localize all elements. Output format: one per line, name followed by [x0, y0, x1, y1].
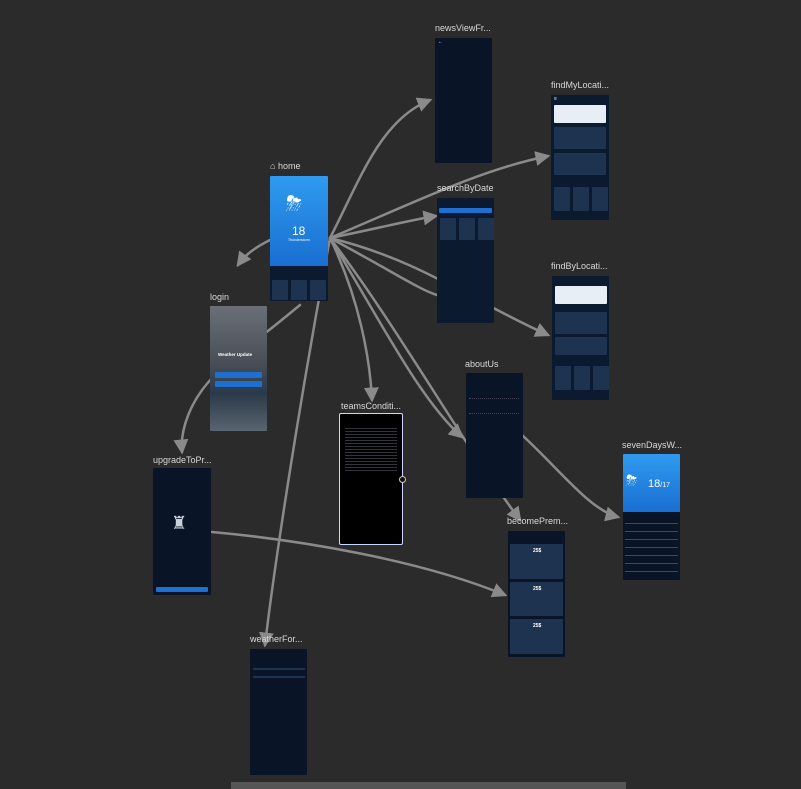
frame-label: aboutUs	[465, 359, 499, 369]
day-card	[555, 366, 571, 390]
seven-days-temp: 18/17	[648, 478, 670, 490]
day-card	[272, 280, 288, 300]
plan-card-3[interactable]: 25$	[510, 619, 563, 654]
plan-card-2[interactable]: 25$	[510, 582, 563, 616]
horizontal-scrollbar[interactable]	[231, 782, 626, 789]
upgrade-to-pro-screen[interactable]: ♜	[153, 468, 211, 595]
forecast-card	[555, 337, 607, 355]
day-card	[554, 187, 570, 211]
location-list	[555, 286, 607, 304]
hero-panel	[270, 176, 328, 266]
terms-text	[345, 426, 397, 471]
about-us-screen[interactable]	[466, 373, 523, 498]
upgrade-button[interactable]	[156, 587, 208, 592]
back-arrow-icon: ←	[438, 39, 443, 45]
frame-label: searchByDate	[437, 183, 494, 193]
plan-card-1[interactable]: 25$	[510, 544, 563, 579]
search-by-date-screen[interactable]	[437, 198, 494, 323]
connection-handle[interactable]	[399, 476, 406, 483]
day-card	[592, 187, 608, 211]
day-card	[310, 280, 326, 300]
menu-icon: ≡	[554, 96, 557, 102]
login-button-2[interactable]	[215, 381, 262, 387]
thunderstorm-icon: ⛈	[286, 193, 302, 215]
frame-label: upgradeToPr...	[153, 455, 212, 465]
location-list	[554, 105, 606, 123]
seven-days-screen[interactable]: ⛈ 18/17	[623, 454, 680, 580]
day-card	[573, 187, 589, 211]
forecast-card	[554, 153, 606, 175]
daily-list	[625, 516, 678, 576]
frame-label: sevenDaysW...	[622, 440, 683, 450]
frame-label: login	[210, 292, 230, 302]
day-card	[440, 218, 456, 240]
frame-label: teamsConditi...	[341, 401, 402, 411]
day-card	[459, 218, 475, 240]
login-screen[interactable]: Weather Update	[210, 306, 267, 431]
hero-panel	[623, 454, 680, 512]
login-button-1[interactable]	[215, 372, 262, 378]
home-label: home	[277, 161, 301, 171]
weather-card	[554, 127, 606, 149]
day-card	[593, 366, 609, 390]
home-temp: 18	[292, 224, 306, 238]
frame-label: ⌂ home	[270, 161, 300, 171]
weather-card	[555, 312, 607, 334]
home-condition: Thunderstorm	[288, 238, 310, 242]
home-screen[interactable]: ⛈ 18 Thunderstorm	[270, 176, 328, 301]
login-title: Weather Update	[218, 352, 253, 357]
find-my-location-screen[interactable]: ≡	[551, 95, 609, 220]
temp-high: 18	[648, 478, 661, 490]
thunderstorm-icon: ⛈	[626, 472, 638, 488]
become-premium-screen[interactable]: 25$ 25$ 25$	[508, 531, 565, 657]
news-view-screen[interactable]: ←	[435, 38, 492, 163]
frame-label: becomePrem...	[507, 516, 569, 526]
frame-label: newsViewFr...	[435, 23, 491, 33]
frame-label: weatherFor...	[250, 634, 303, 644]
date-search-bar	[439, 208, 492, 213]
terms-conditions-screen[interactable]	[339, 413, 403, 545]
format-options	[253, 662, 305, 684]
weather-format-screen[interactable]	[250, 649, 307, 775]
plan-price: 25$	[533, 548, 542, 554]
tower-icon: ♜	[171, 513, 188, 533]
day-card	[574, 366, 590, 390]
day-card	[291, 280, 307, 300]
frame-label: findMyLocati...	[551, 80, 610, 90]
frame-label: findByLocati...	[551, 261, 608, 271]
about-text	[469, 398, 519, 414]
home-icon: ⌂	[270, 161, 276, 171]
find-by-location-screen[interactable]	[552, 276, 609, 400]
day-card	[478, 218, 494, 240]
plan-price: 25$	[533, 623, 542, 629]
temp-low: /17	[660, 482, 670, 489]
plan-price: 25$	[533, 586, 542, 592]
